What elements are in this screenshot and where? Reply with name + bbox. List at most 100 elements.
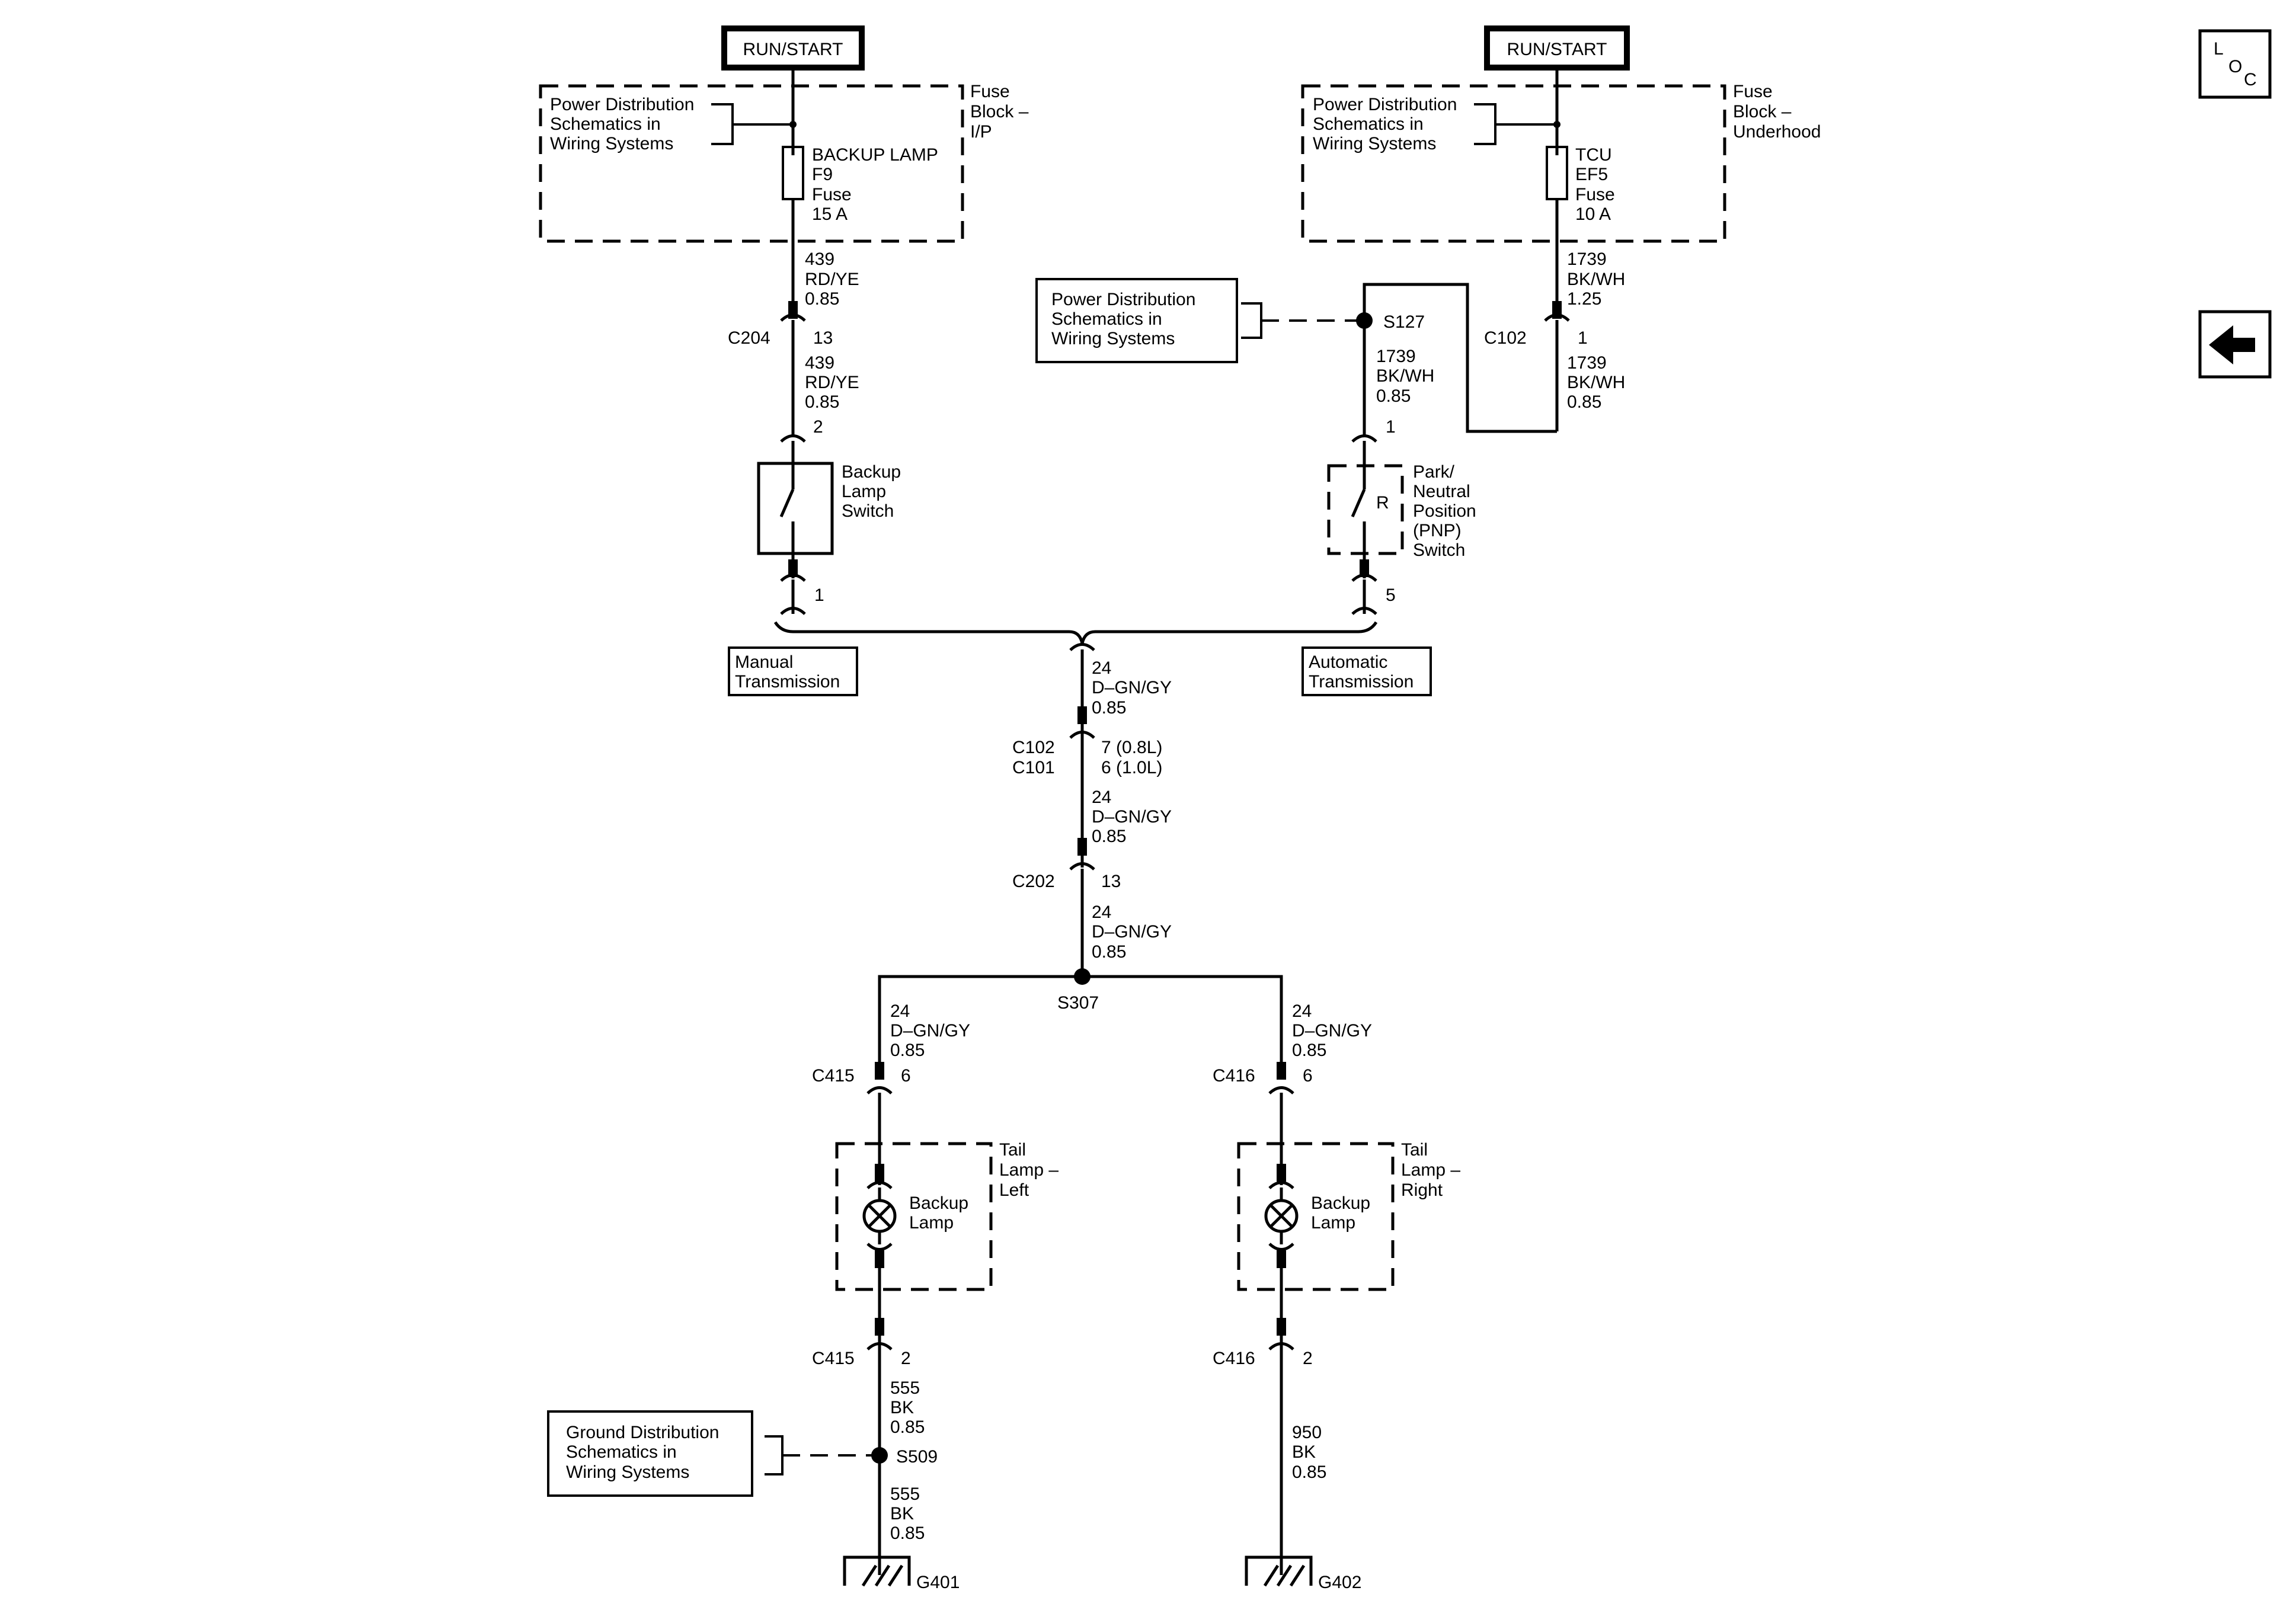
svg-text:Wiring Systems: Wiring Systems	[550, 134, 673, 153]
wire-439-b: 439 RD/YE 0.85	[805, 353, 859, 412]
wire-555-b: 555 BK 0.85	[890, 1484, 925, 1543]
left-arrow-icon	[2209, 325, 2255, 364]
connector-c204: C204 13	[728, 301, 833, 348]
svg-text:Switch: Switch	[842, 501, 894, 521]
tail-lamp-right: Backup Lamp	[1237, 1142, 1395, 1291]
svg-text:D–GN/GY: D–GN/GY	[1292, 1021, 1372, 1041]
svg-text:Block –: Block –	[970, 102, 1029, 121]
svg-text:24: 24	[890, 1001, 910, 1021]
svg-text:24: 24	[1292, 1001, 1312, 1021]
wire-950: 950 BK 0.85	[1292, 1423, 1326, 1482]
svg-text:6: 6	[901, 1066, 911, 1086]
pnp-switch-label: Park/ Neutral Position (PNP) Switch	[1413, 462, 1476, 560]
svg-text:1: 1	[1386, 417, 1396, 437]
svg-text:I/P: I/P	[970, 122, 992, 142]
tail-lamp-right-label: Tail Lamp – Right	[1401, 1140, 1460, 1200]
svg-text:BK/WH: BK/WH	[1567, 373, 1625, 392]
run-start-right: RUN/START	[1484, 25, 1630, 71]
connector-c415-bot: C415 2	[812, 1318, 911, 1368]
back-button[interactable]	[2198, 310, 2272, 379]
splice-s509	[871, 1447, 888, 1464]
svg-text:EF5: EF5	[1575, 165, 1608, 184]
svg-text:C102: C102	[1484, 328, 1527, 348]
svg-text:D–GN/GY: D–GN/GY	[1092, 922, 1172, 942]
svg-text:10 A: 10 A	[1575, 204, 1611, 224]
svg-text:0.85: 0.85	[1292, 1041, 1326, 1060]
svg-text:TCU: TCU	[1575, 145, 1612, 165]
svg-text:0.85: 0.85	[1567, 392, 1601, 412]
svg-text:Tail: Tail	[1401, 1140, 1428, 1160]
wire-1739-c: 1739 BK/WH 0.85	[1376, 347, 1434, 406]
wire-24-c: 24 D–GN/GY 0.85	[1092, 902, 1172, 962]
svg-text:Automatic: Automatic	[1309, 652, 1387, 672]
svg-text:439: 439	[805, 249, 834, 269]
option-brace	[773, 621, 1378, 644]
svg-text:0.85: 0.85	[1292, 1462, 1326, 1482]
fuse-block-ip-label: Fuse	[970, 82, 1010, 101]
svg-text:RD/YE: RD/YE	[805, 373, 859, 392]
svg-text:0.85: 0.85	[890, 1417, 925, 1437]
svg-text:Power Distribution: Power Distribution	[550, 95, 694, 114]
fuse-block-underhood-label: Fuse	[1733, 82, 1773, 101]
splice-s127-label: S127	[1383, 312, 1425, 332]
svg-text:C416: C416	[1213, 1066, 1255, 1086]
svg-text:C102: C102	[1012, 738, 1055, 757]
wire-24-right: 24 D–GN/GY 0.85	[1292, 1001, 1372, 1060]
wire-439-a: 439 RD/YE 0.85	[805, 249, 859, 309]
svg-text:Schematics in: Schematics in	[1051, 309, 1162, 329]
svg-text:0.85: 0.85	[1092, 827, 1126, 846]
svg-text:F9: F9	[812, 165, 833, 184]
svg-text:Right: Right	[1401, 1180, 1443, 1200]
loc-button[interactable]: L O C	[2198, 29, 2272, 99]
splice-s307	[1074, 968, 1091, 985]
splice-s509-label: S509	[896, 1447, 938, 1467]
svg-text:Wiring Systems: Wiring Systems	[1313, 134, 1436, 153]
svg-text:Backup: Backup	[842, 462, 901, 482]
connector-c416-top: C416 6	[1213, 1062, 1313, 1094]
svg-text:1: 1	[1578, 328, 1588, 348]
svg-text:Schematics in: Schematics in	[550, 114, 661, 134]
manual-transmission-box: Manual Transmission	[728, 646, 858, 696]
power-dist-ref-left: Power Distribution Schematics in Wiring …	[550, 95, 797, 153]
svg-text:C204: C204	[728, 328, 770, 348]
tail-lamp-left: Backup Lamp	[835, 1142, 993, 1291]
svg-text:Lamp –: Lamp –	[1401, 1160, 1460, 1180]
svg-text:Fuse: Fuse	[1575, 185, 1615, 204]
svg-text:5: 5	[1386, 585, 1396, 605]
svg-text:555: 555	[890, 1378, 920, 1398]
svg-text:15 A: 15 A	[812, 204, 848, 224]
svg-text:RUN/START: RUN/START	[1507, 40, 1607, 59]
svg-text:Lamp: Lamp	[1311, 1213, 1355, 1233]
svg-text:Wiring Systems: Wiring Systems	[566, 1462, 689, 1482]
svg-text:950: 950	[1292, 1423, 1322, 1442]
svg-text:C202: C202	[1012, 872, 1055, 891]
backup-lamp-switch: 2 1	[757, 417, 834, 615]
svg-text:G401: G401	[916, 1573, 960, 1592]
svg-text:13: 13	[1101, 872, 1121, 891]
svg-text:1739: 1739	[1567, 353, 1607, 373]
svg-text:0.85: 0.85	[890, 1523, 925, 1543]
pnp-switch: 1 R 5	[1327, 417, 1404, 615]
svg-text:RUN/START: RUN/START	[743, 40, 843, 59]
svg-text:Wiring Systems: Wiring Systems	[1051, 329, 1175, 348]
ground-g401: G401	[843, 1555, 960, 1592]
svg-text:Backup: Backup	[1311, 1193, 1370, 1213]
fuse-block-underhood	[1301, 84, 1726, 243]
svg-text:C101: C101	[1012, 758, 1055, 777]
connector-c416-bot: C416 2	[1213, 1318, 1313, 1368]
svg-text:BK: BK	[1292, 1442, 1316, 1462]
svg-text:BK: BK	[890, 1398, 914, 1417]
svg-text:BK/WH: BK/WH	[1567, 270, 1625, 289]
loc-letter-l: L	[2214, 39, 2224, 59]
svg-text:0.85: 0.85	[805, 289, 839, 309]
svg-text:0.85: 0.85	[1092, 698, 1126, 718]
automatic-transmission-box: Automatic Transmission	[1302, 646, 1432, 696]
fuse-ef5-label: TCU EF5 Fuse 10 A	[1575, 145, 1615, 224]
svg-text:Block –: Block –	[1733, 102, 1792, 121]
svg-text:G402: G402	[1318, 1573, 1361, 1592]
connector-c415-top: C415 6	[812, 1062, 911, 1094]
svg-text:555: 555	[890, 1484, 920, 1504]
svg-text:439: 439	[805, 353, 834, 373]
svg-text:1.25: 1.25	[1567, 289, 1601, 309]
